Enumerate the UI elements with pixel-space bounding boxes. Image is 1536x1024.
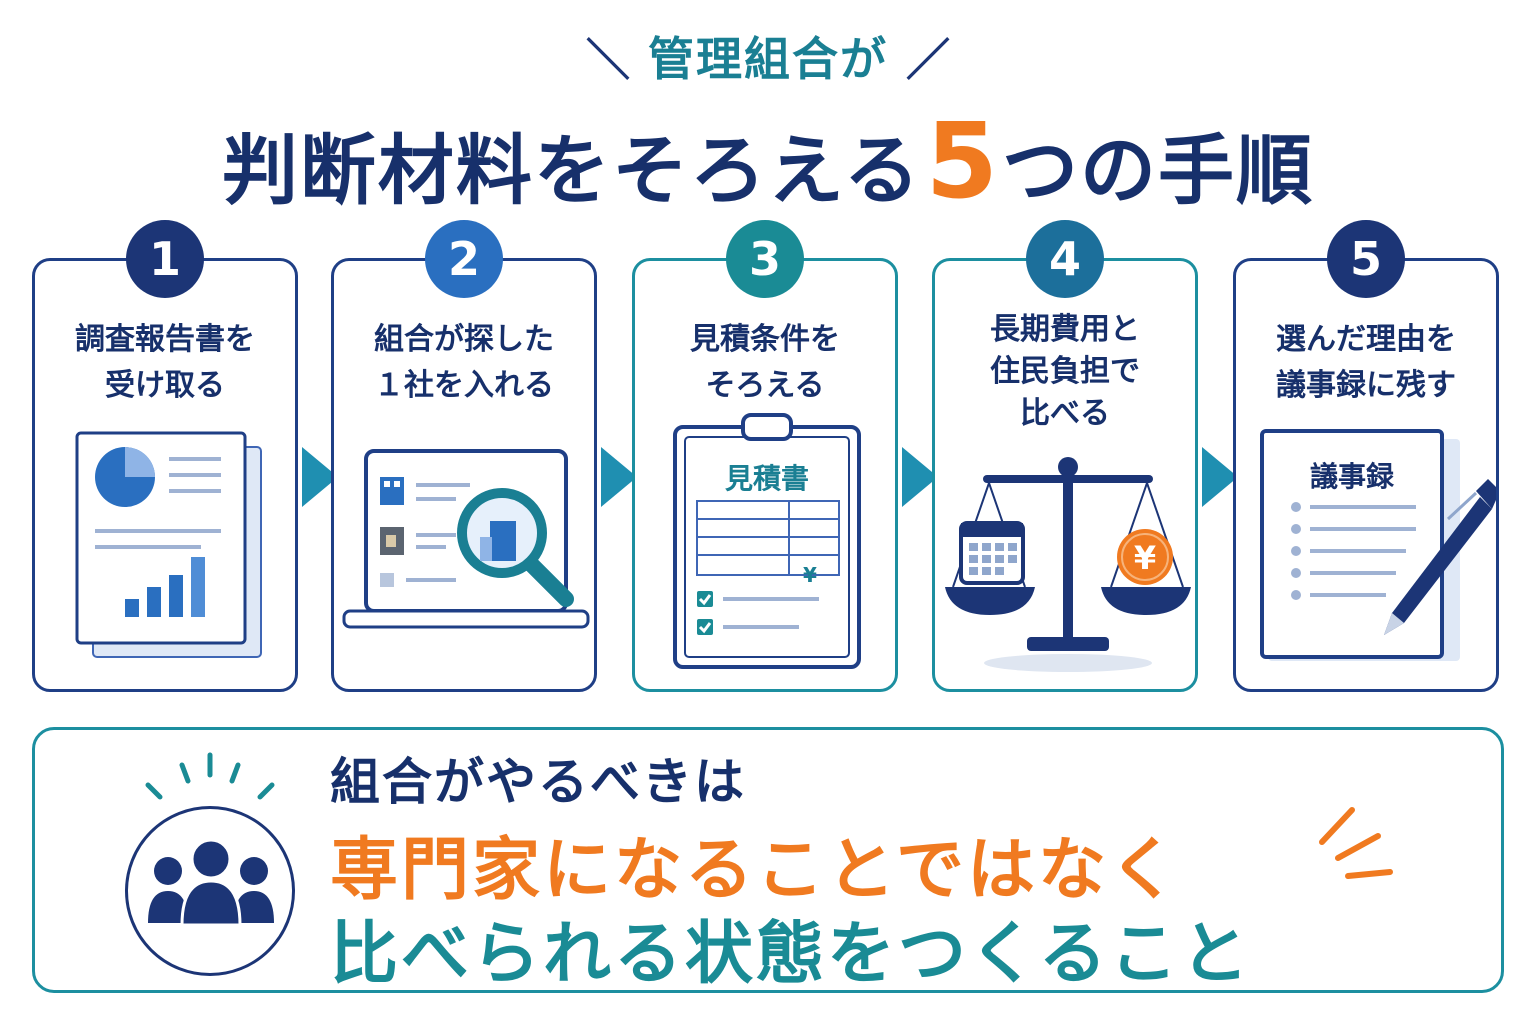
step-card-1: 調査報告書を 受け取る xyxy=(32,258,298,692)
step-arrow-4 xyxy=(1202,447,1238,507)
orange-spark-icon xyxy=(1319,807,1393,879)
summary-line-3: 比べられる状態をつくること xyxy=(330,915,1252,994)
minutes-doc-title: 議事録 xyxy=(1309,460,1394,493)
step-label-3: 見積条件を そろえる xyxy=(690,322,840,403)
step-badge-5: 5 xyxy=(1327,220,1405,298)
step-card-4: 長期費用と 住民負担で 比べる ¥ xyxy=(932,258,1198,692)
report-document-icon xyxy=(75,431,262,658)
step-card-3: 見積条件を そろえる 見積書 ¥ xyxy=(632,258,898,692)
summary-line-1: 組合がやるべきは xyxy=(330,753,746,811)
scale-yen-symbol: ¥ xyxy=(1133,539,1157,577)
header-subtitle-row: ＼ 管理組合が ／ xyxy=(0,28,1536,86)
title-after: つの手順 xyxy=(1002,126,1315,215)
step-label-4: 長期費用と 住民負担で 比べる xyxy=(990,312,1140,431)
header-subtitle: 管理組合が xyxy=(648,32,888,86)
page-title: 判断材料をそろえる 5 つの手順 xyxy=(0,100,1536,222)
step-card-5: 選んだ理由を 議事録に残す 議事録 xyxy=(1233,258,1499,692)
step-label-1: 調査報告書を 受け取る xyxy=(75,322,255,403)
step-card-2: 組合が探した １社を入れる xyxy=(331,258,597,692)
step-arrow-2 xyxy=(601,447,637,507)
step-badge-3: 3 xyxy=(726,220,804,298)
clipboard-estimate-icon xyxy=(673,413,861,669)
step-label-5: 選んだ理由を 議事録に残す xyxy=(1276,322,1456,403)
step-badge-1: 1 xyxy=(126,220,204,298)
people-circle xyxy=(125,806,295,976)
balance-scale-icon xyxy=(945,457,1191,672)
laptop-search-icon xyxy=(342,449,590,629)
estimate-doc-title: 見積書 xyxy=(724,462,809,495)
step-label-2: 組合が探した １社を入れる xyxy=(374,322,554,403)
decorative-slash-right: ／ xyxy=(906,35,950,86)
title-before: 判断材料をそろえる xyxy=(221,126,922,215)
decorative-slash-left: ＼ xyxy=(586,35,630,86)
step-badge-4: 4 xyxy=(1026,220,1104,298)
minutes-pen-icon xyxy=(1260,429,1496,661)
people-group-icon xyxy=(148,838,274,927)
title-number: 5 xyxy=(925,100,999,222)
step-badge-2: 2 xyxy=(425,220,503,298)
estimate-yen-symbol: ¥ xyxy=(803,563,817,587)
emphasis-rays-icon xyxy=(145,752,275,800)
summary-line-2: 専門家になることではなく xyxy=(330,831,1180,910)
